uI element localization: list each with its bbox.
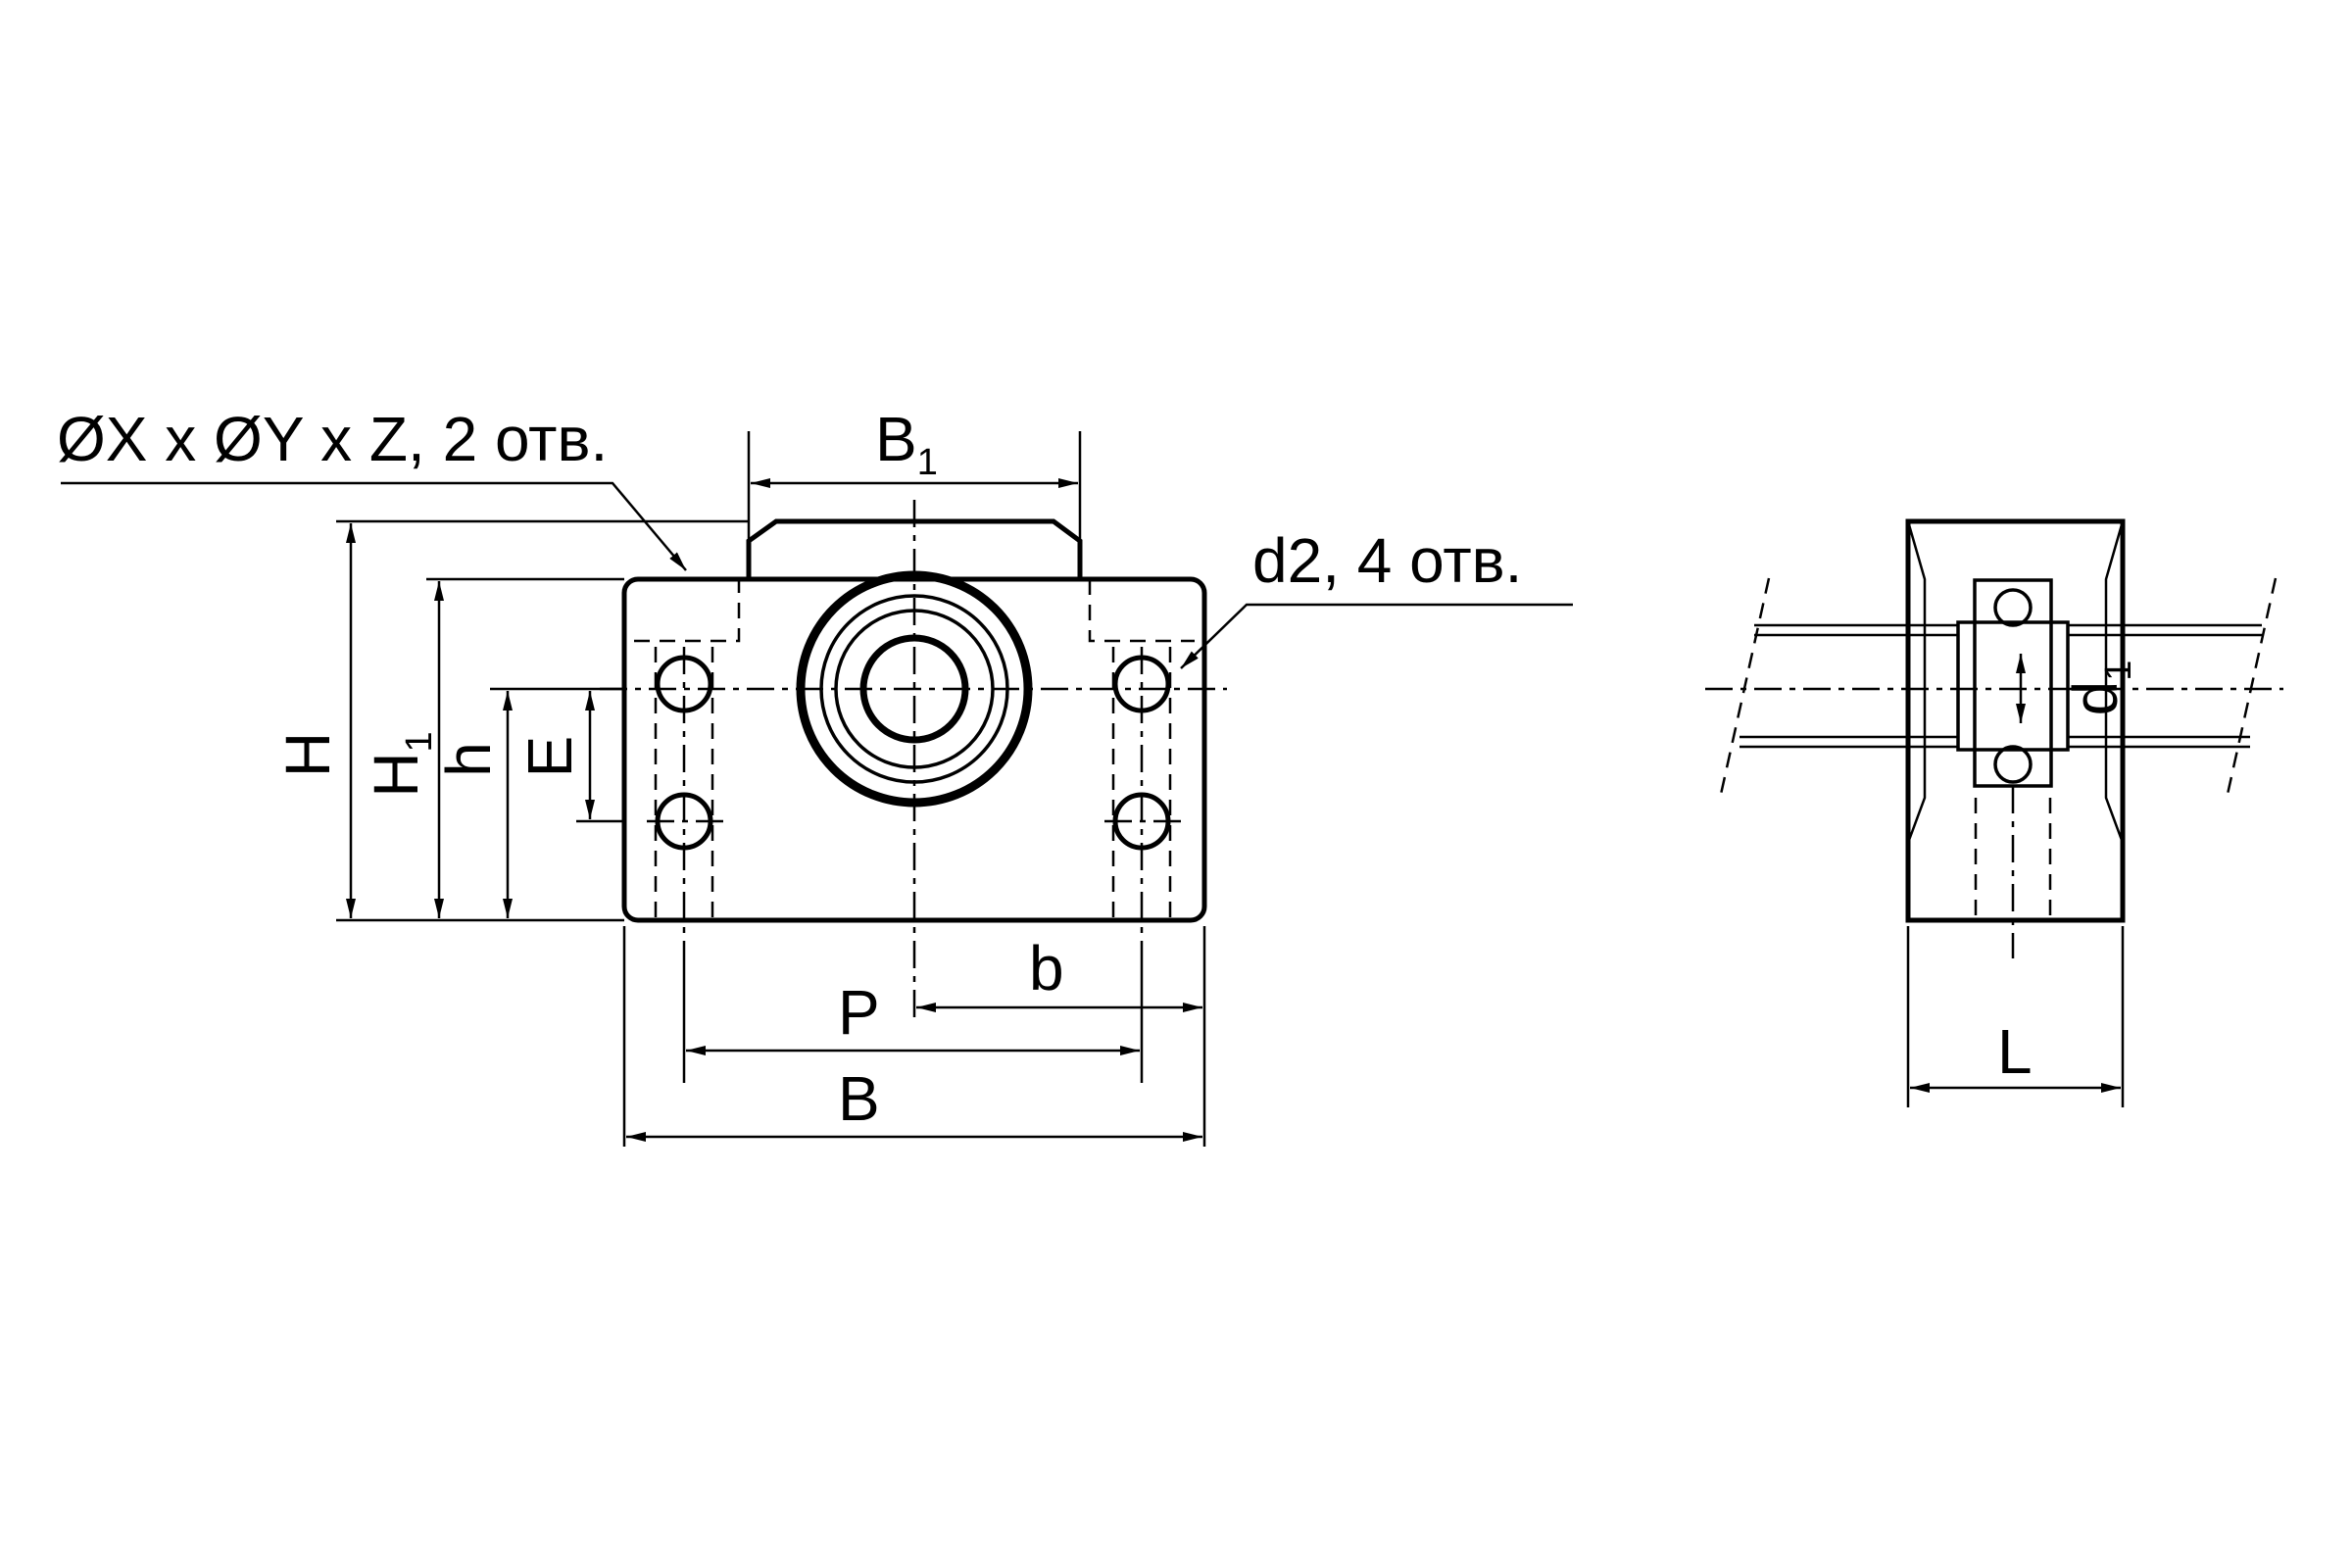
side-chamfer-left [1906,520,1927,844]
side-body-outline [1905,518,2126,923]
dim-d1-label: d1 [2060,661,2139,716]
inner-race [1956,620,2070,752]
dim-e-label: E [514,736,585,778]
callout-d2-label: d2, 4 отв. [1252,525,1522,596]
dim-p-label: P [838,977,880,1048]
dim-b-half-label: b [1029,933,1064,1004]
callout-d2-leader [1180,603,1573,669]
callout-holes-label: ØX x ØY x Z, 2 отв. [57,404,608,474]
dim-h-center-label: h [433,742,504,777]
dim-b-total-label: B [838,1063,880,1134]
dim-b1-label: B1 [875,404,938,483]
bearing-ball-top [1993,588,2033,627]
front-view: B1 H H1 h E b P B ØX x ØY x Z, 2 [57,404,1573,1147]
hidden-counterbore-left [634,579,741,643]
hidden-counterbore-right [1088,579,1195,643]
hidden-hole-left [654,647,714,920]
dim-l-label: L [1997,1016,2033,1087]
bearing-ball-bottom [1993,745,2033,784]
dim-h-total-label: H [272,732,343,777]
side-hidden-hole [1974,798,2052,920]
dim-h1-label: H1 [361,731,440,797]
side-view: d1 L [1705,518,2283,1107]
callout-holes-leader [61,481,687,571]
bearing-section [1973,578,2053,788]
hidden-hole-right [1111,647,1172,920]
